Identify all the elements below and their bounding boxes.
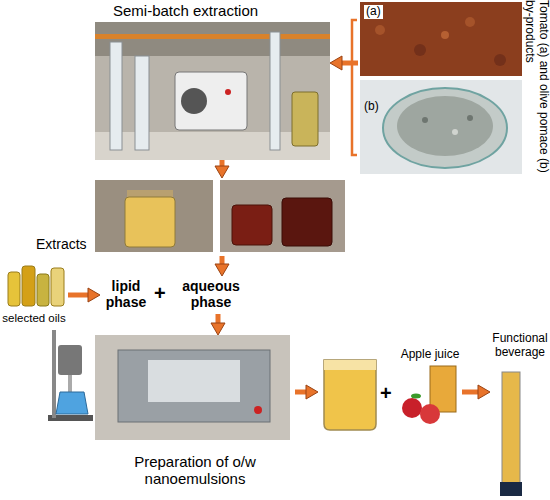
- texture: [375, 25, 385, 35]
- beverage-tube: [502, 372, 520, 484]
- flow-arrow: [330, 56, 358, 70]
- oil-bottle: [51, 268, 64, 306]
- homogenizer-motor: [58, 345, 82, 375]
- apple: [402, 398, 422, 418]
- photo-panel: (b): [360, 80, 522, 174]
- extract-jar: [125, 197, 175, 247]
- equipment-panel: [148, 360, 240, 402]
- flow-arrow: [295, 390, 306, 395]
- node-text: Tomato (a) and olive pomace (b) by-produ…: [520, 0, 550, 176]
- texture: [465, 17, 475, 27]
- texture: [441, 31, 449, 39]
- node-text: aqueous phase: [172, 278, 250, 310]
- photo-panel: Semi-batch extraction: [95, 0, 330, 160]
- flow-arrow: [462, 385, 490, 399]
- arrow-head: [211, 323, 225, 335]
- arrow-head: [215, 166, 229, 178]
- flow-arrow: [68, 288, 100, 302]
- arrow-shaft: [216, 314, 221, 324]
- glass-column: [135, 56, 149, 150]
- photo-panel: selected oils: [0, 262, 68, 328]
- arrow-shaft: [462, 390, 479, 395]
- plus-sign: +: [380, 382, 392, 405]
- arrow-head: [88, 288, 100, 302]
- arrow-shaft: [68, 293, 89, 298]
- node-text: selected oils: [0, 312, 68, 325]
- texture: [467, 115, 473, 121]
- glass-column: [110, 42, 122, 150]
- lab-strip: [95, 34, 330, 39]
- arrow-shaft: [220, 256, 225, 265]
- leaf: [411, 394, 421, 399]
- phase-label: lipid phase: [100, 276, 152, 314]
- photo-panel: (a): [360, 2, 522, 76]
- extract-jar: [282, 198, 332, 246]
- flow-arrow: [215, 256, 229, 276]
- glass-column: [270, 32, 280, 150]
- extract-jar: [232, 205, 272, 245]
- arrow-head: [215, 264, 229, 276]
- flow-arrow: [215, 160, 229, 178]
- pump-light: [225, 89, 231, 95]
- emulsion-foam: [324, 360, 376, 370]
- arrow-head: [330, 56, 342, 70]
- oil-bottle: [8, 272, 20, 306]
- plus-sign: +: [154, 282, 166, 305]
- texture: [422, 117, 428, 123]
- emulsion-jar: [324, 360, 376, 430]
- oil-bottle: [22, 266, 35, 306]
- photo-panel: Preparation of o/w nanoemulsions: [95, 335, 295, 495]
- oil-bottle: [37, 274, 49, 306]
- photo-panel: Extracts: [0, 178, 345, 256]
- petri-dish: [383, 88, 507, 168]
- node-text: Extracts: [36, 236, 87, 252]
- stand-rod: [52, 330, 56, 418]
- lab-photo: [95, 22, 330, 160]
- node-text: Functional beverage: [490, 332, 550, 360]
- extract-photo: [220, 180, 345, 252]
- lab-photo: [95, 335, 290, 440]
- lab-wall: [95, 22, 330, 56]
- tube-cap: [500, 482, 522, 496]
- beaker: [56, 392, 88, 414]
- olive-pomace-photo: [360, 80, 522, 174]
- equipment-light: [254, 406, 262, 414]
- texture: [414, 44, 426, 56]
- bracket: [352, 20, 357, 155]
- photo-group: Tomato (a) and olive pomace (b) by-produ…: [358, 0, 550, 176]
- node-text: Preparation of o/w nanoemulsions: [95, 453, 295, 488]
- illustration-panel: Apple juice: [398, 348, 462, 426]
- tomato-pomace-photo: [360, 2, 522, 76]
- node-text: (a): [364, 5, 383, 19]
- phase-label: aqueous phase: [172, 276, 250, 314]
- oil-bottle: [292, 92, 318, 146]
- arrow-shaft: [341, 61, 358, 66]
- arrow-shaft: [220, 160, 225, 167]
- node-text: Semi-batch extraction: [113, 2, 258, 19]
- texture: [452, 129, 458, 135]
- arrow-head: [306, 385, 318, 399]
- pump: [175, 72, 247, 130]
- node-text: Apple juice: [398, 348, 462, 362]
- equipment: [118, 350, 270, 422]
- node-text: (b): [364, 100, 379, 114]
- arrow-head: [478, 385, 490, 399]
- node-text: lipid phase: [100, 278, 152, 310]
- pump-head: [181, 88, 207, 114]
- flow-arrow: [211, 314, 225, 335]
- texture: [494, 54, 506, 66]
- illustration-panel: Functional beverage: [490, 330, 550, 500]
- apple: [420, 404, 440, 424]
- pomace: [397, 96, 493, 156]
- extract-photo: [95, 180, 213, 252]
